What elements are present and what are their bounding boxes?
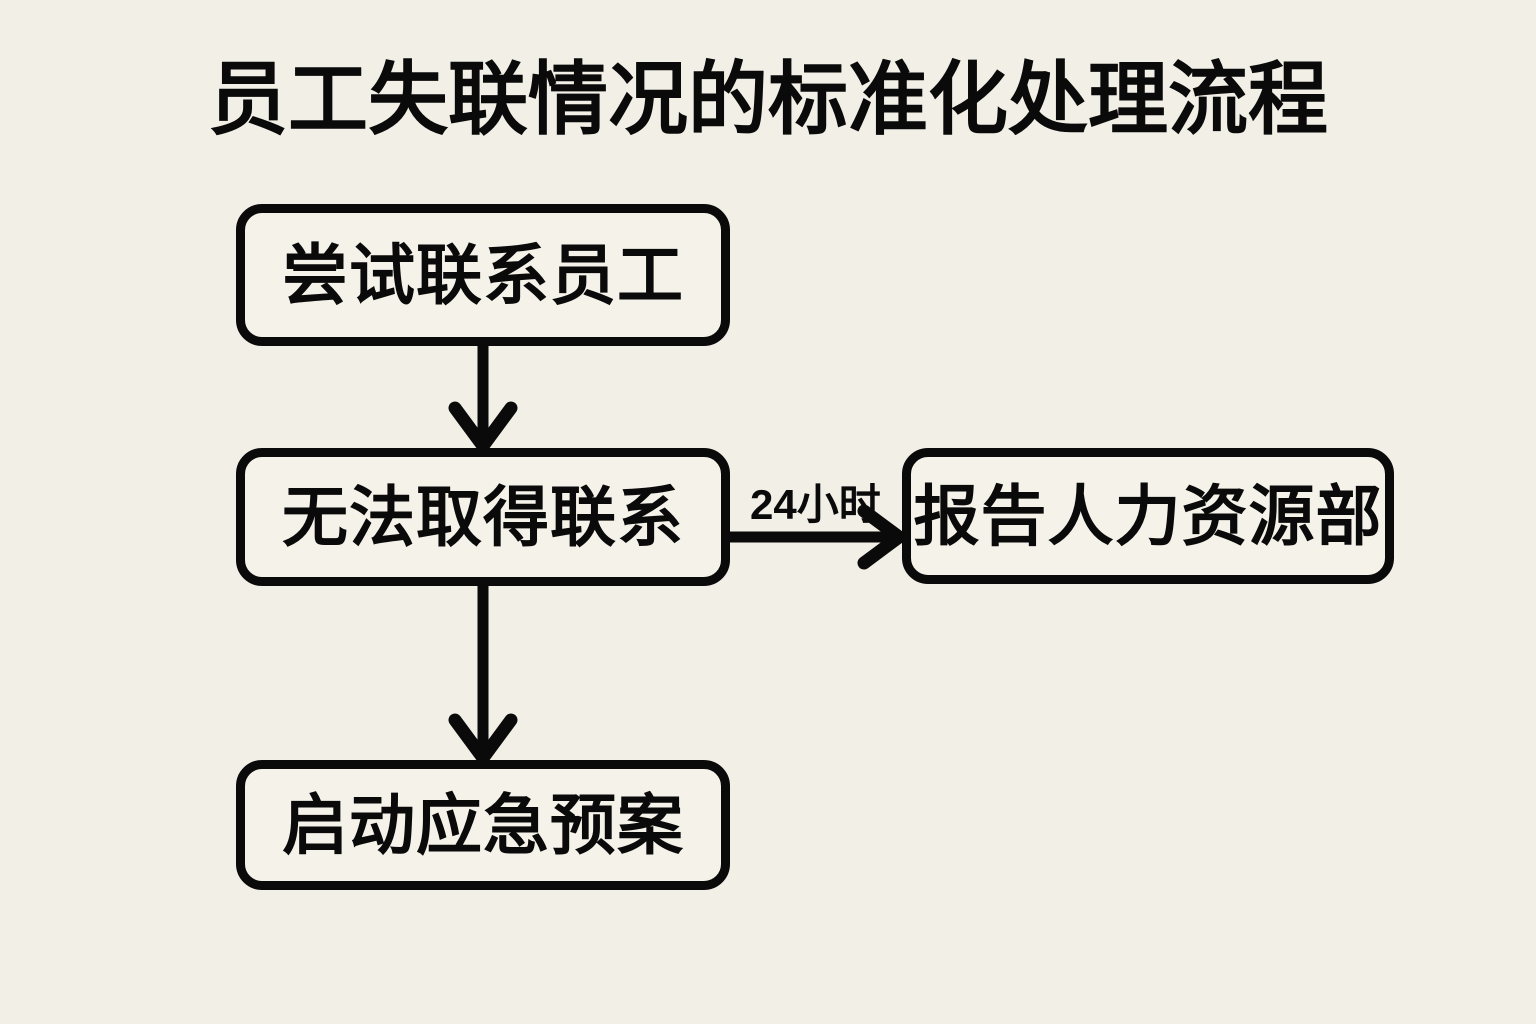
edge-unable-to-hr: [730, 504, 906, 570]
arrowhead-down-icon: [448, 401, 518, 453]
edge-contact-to-unable: [448, 346, 518, 453]
node-label: 启动应急预案: [282, 788, 684, 862]
node-label: 尝试联系员工: [282, 238, 684, 312]
edge-label-24-hours: 24小时: [750, 481, 881, 528]
node-unable-to-reach[interactable]: 无法取得联系: [236, 448, 730, 586]
arrowhead-down-icon: [448, 713, 518, 765]
node-activate-plan[interactable]: 启动应急预案: [236, 760, 730, 890]
node-contact-employee[interactable]: 尝试联系员工: [236, 204, 730, 346]
node-label: 无法取得联系: [282, 480, 684, 554]
arrowhead-right-icon: [857, 504, 906, 570]
edge-unable-to-plan: [448, 586, 518, 765]
page-title: 员工失联情况的标准化处理流程: [208, 55, 1328, 144]
node-report-hr[interactable]: 报告人力资源部: [902, 448, 1394, 584]
node-label: 报告人力资源部: [913, 479, 1383, 553]
